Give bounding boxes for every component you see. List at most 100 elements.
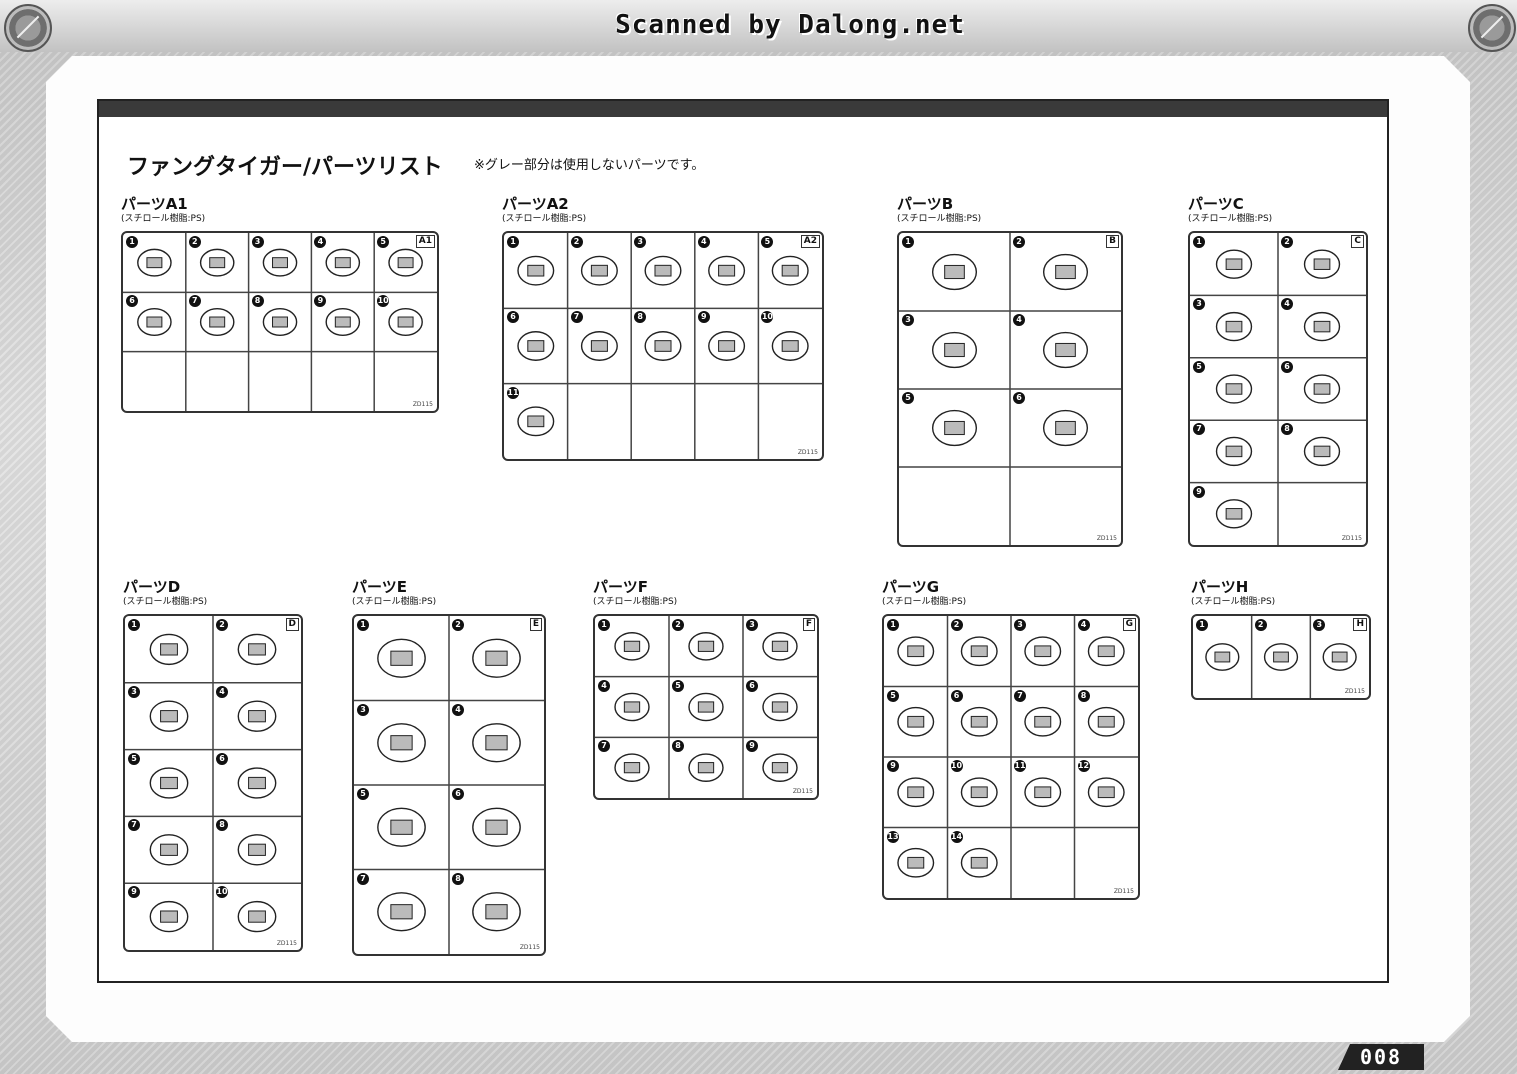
part-detail [1225, 320, 1243, 333]
part-detail [248, 910, 266, 923]
part-name: パーツF [593, 578, 648, 596]
part-detail [1313, 445, 1331, 458]
part-number-badge: 6 [746, 679, 758, 692]
part-name: パーツG [882, 578, 940, 596]
sprue-code: ZD115 [1341, 535, 1362, 542]
part-number-badge: 7 [1193, 423, 1205, 436]
part-number-badge: 1 [357, 619, 369, 631]
part-detail [390, 819, 413, 835]
part-number-badge: 10 [761, 311, 774, 324]
part-detail [146, 316, 163, 328]
sprue-code: ZD115 [1096, 535, 1117, 542]
part-detail [485, 819, 508, 835]
part-number-badge: 3 [902, 314, 914, 326]
part-detail [970, 715, 988, 728]
sprue-letter: E [529, 618, 542, 631]
part-number-badge: 10 [216, 886, 228, 899]
sprue-letter: F [802, 618, 815, 631]
part-number-badge: 2 [188, 236, 201, 248]
part-number-badge: 7 [598, 740, 610, 753]
part-detail [590, 264, 608, 277]
part-material: (スチロール樹脂:PS) [882, 597, 967, 607]
part-material: (スチロール樹脂:PS) [352, 597, 437, 607]
part-number-badge: 11 [507, 386, 519, 399]
part-number-badge: 7 [357, 872, 369, 885]
part-number-badge: 2 [452, 619, 464, 631]
part-number-badge: 9 [128, 886, 140, 899]
part-detail [1055, 342, 1076, 358]
part-number-badge: 2 [950, 619, 963, 631]
part-detail [272, 316, 288, 328]
part-name: パーツA1 [121, 195, 188, 213]
part-number-badge: 8 [452, 872, 464, 885]
part-detail [485, 650, 508, 666]
part-material: (スチロール樹脂:PS) [1188, 214, 1273, 224]
part-detail [1225, 445, 1243, 458]
part-detail [1097, 786, 1115, 799]
part-detail [1225, 258, 1243, 270]
part-number-badge: 5 [357, 788, 369, 800]
part-number-badge: 1 [1196, 619, 1208, 631]
page-title: ファングタイガー/パーツリスト [127, 155, 443, 180]
part-number-badge: 8 [216, 819, 228, 832]
part-detail [944, 264, 965, 280]
part-detail [1034, 786, 1052, 799]
part-number-badge: 6 [216, 752, 228, 765]
part-detail [209, 257, 226, 269]
part-number-badge: 1 [902, 236, 914, 248]
sprue-drawing [899, 233, 1121, 545]
part-number-badge: 8 [1077, 689, 1090, 702]
part-detail [1313, 383, 1331, 395]
sprue-drawing [884, 616, 1138, 898]
sprue-code: ZD115 [519, 944, 540, 951]
part-number-badge: 5 [377, 236, 390, 248]
part-number-badge: 3 [1313, 619, 1326, 631]
part-detail [944, 342, 965, 358]
part-number-badge: 14 [950, 830, 963, 843]
part-detail [781, 340, 799, 352]
part-detail [397, 316, 414, 328]
part-name: パーツH [1191, 578, 1249, 596]
sprue-letter: D [285, 618, 299, 631]
part-detail [907, 786, 925, 799]
part-number-badge: 3 [1014, 619, 1026, 631]
part-number-badge: 2 [1281, 236, 1293, 248]
part-detail [248, 776, 266, 790]
part-number-badge: 8 [1281, 423, 1293, 436]
part-number-badge: 6 [507, 311, 519, 324]
part-detail [390, 904, 413, 920]
part-number-badge: 1 [507, 236, 519, 248]
part-detail [485, 904, 508, 920]
part-number-badge: 8 [251, 295, 264, 308]
corner-gear-icon [1468, 4, 1516, 52]
part-number-badge: 12 [1077, 760, 1090, 772]
sprue-drawing [595, 616, 817, 798]
part-detail [1055, 420, 1076, 436]
sprue-letter: A1 [415, 235, 435, 248]
part-number-badge: 5 [1193, 360, 1205, 373]
part-material: (スチロール樹脂:PS) [502, 214, 587, 224]
part-number-badge: 5 [761, 236, 774, 248]
part-detail [654, 340, 672, 352]
part-detail [771, 762, 789, 774]
part-detail [527, 415, 545, 428]
part-number-badge: 9 [697, 311, 710, 324]
part-detail [1331, 651, 1348, 663]
part-number-badge: 6 [452, 788, 464, 800]
part-detail [1313, 320, 1331, 333]
sprue-drawing [1205, 616, 1357, 698]
corner-gear-icon [4, 4, 52, 52]
part-number-badge: 7 [188, 295, 201, 308]
part-detail [907, 715, 925, 728]
sprue-letter: C [1351, 235, 1364, 248]
sprue-code: ZD115 [1344, 688, 1365, 695]
part-detail [907, 856, 925, 869]
sprue-code: ZD115 [1113, 888, 1134, 895]
part-detail [485, 735, 508, 751]
